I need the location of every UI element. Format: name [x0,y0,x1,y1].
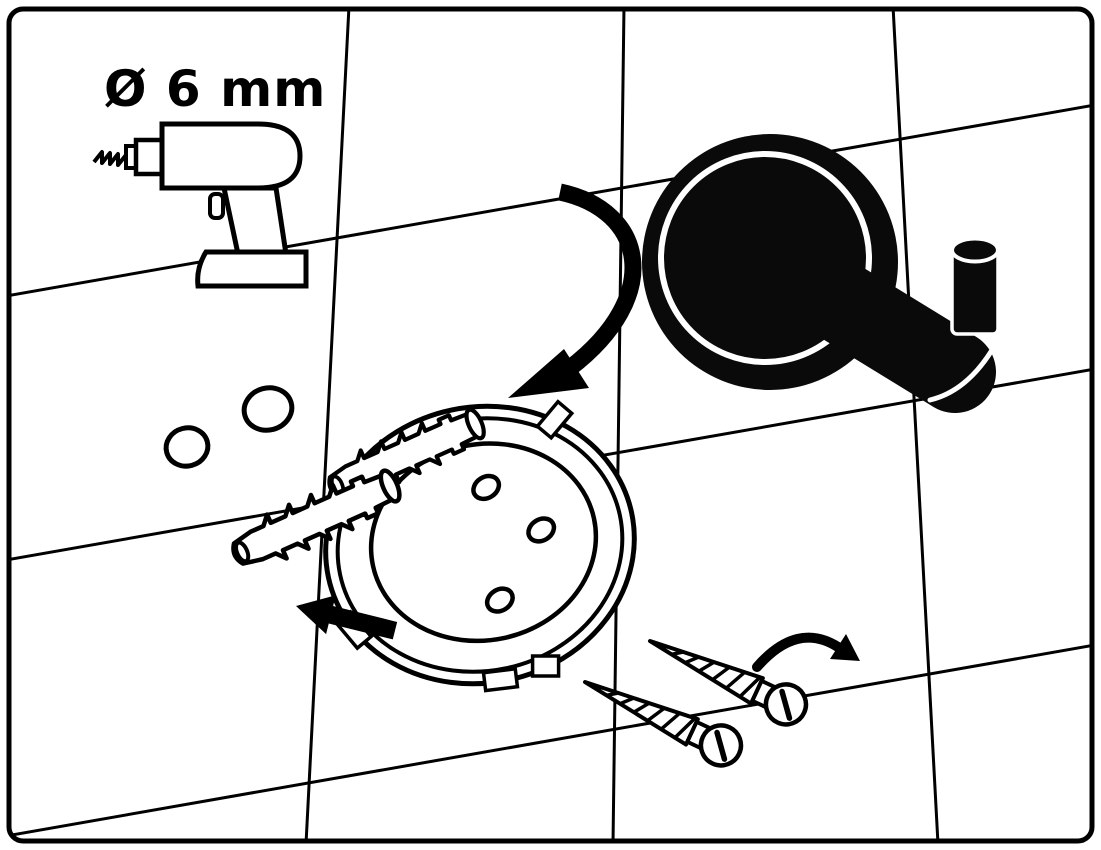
drill-icon [92,121,309,289]
insert-arrow-icon [296,595,398,640]
plate-screw-hole [526,516,557,544]
drill-handle [220,185,289,257]
wall-hook-icon [642,134,1003,413]
pilot-hole-icon [163,425,211,469]
rotate-down-arrow-icon [508,183,642,398]
pilot-hole-icon [241,385,295,433]
tile-joint-sloped [9,643,1092,838]
tile-joint-vertical [304,9,351,841]
drill-trigger [208,192,225,220]
hook-pin-top [950,236,1000,264]
tile-joint-vertical [611,9,626,841]
plate-screw-hole [484,586,515,614]
tighten-arrow-icon [752,632,860,672]
plate-bayonet-notch [481,667,520,693]
frame-border [6,6,1095,844]
mounting-plate-icon [323,399,637,693]
pilot-holes [163,385,295,469]
tile-joint-vertical [891,9,940,841]
drill-diameter-label: Ø 6 mm [104,60,326,118]
plate-screw-hole [471,473,502,502]
hook-arm [764,239,996,413]
hook-rosette-highlight [658,151,872,365]
drill-body [159,121,303,191]
drill-bit [92,150,128,167]
plate-bottom-tab [530,654,561,678]
drill-battery-base [195,249,309,289]
drill-chuck [133,137,166,177]
tile-joint-sloped [9,103,1092,298]
hook-arm-highlight [927,333,1003,403]
